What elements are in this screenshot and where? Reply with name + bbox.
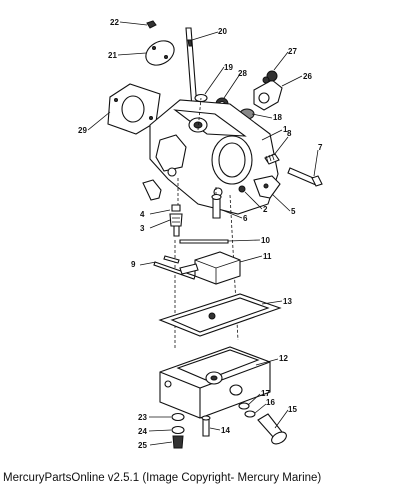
- part-13-bowl-gasket: [158, 293, 282, 337]
- callout-2: 2: [263, 205, 268, 214]
- part-16-gasket: [244, 410, 256, 418]
- callout-4: 4: [140, 210, 145, 219]
- part-4-jet: [171, 204, 181, 212]
- part-21-cover-plate: [145, 40, 175, 66]
- callout-20: 20: [218, 27, 227, 36]
- callout-24: 24: [138, 427, 147, 436]
- part-24-gasket: [171, 425, 185, 435]
- callout-17: 17: [261, 389, 270, 398]
- part-6-needle: [211, 193, 222, 219]
- callout-13: 13: [283, 297, 292, 306]
- callout-25: 25: [138, 441, 147, 450]
- callout-11: 11: [263, 252, 272, 261]
- callout-23: 23: [138, 413, 147, 422]
- callout-10: 10: [261, 236, 270, 245]
- part-26-fitting: [253, 70, 283, 111]
- image-caption: MercuryPartsOnline v2.5.1 (Image Copyrig…: [3, 472, 322, 484]
- part-float-pin-post: [173, 225, 180, 237]
- callout-27: 27: [288, 47, 297, 56]
- callout-28: 28: [238, 69, 247, 78]
- part-14-screw: [201, 415, 211, 437]
- callout-21: 21: [108, 51, 117, 60]
- callout-5: 5: [291, 207, 296, 216]
- callout-9: 9: [131, 260, 136, 269]
- part-23-washer: [171, 412, 185, 422]
- callout-labels: 1 2 3 4 5 6 7 8 9 10 11 12 13 14 15 16 1…: [78, 18, 323, 450]
- part-1-carburetor-body: [149, 99, 279, 215]
- part-17-washer: [238, 402, 250, 410]
- callout-22: 22: [110, 18, 119, 27]
- part-29-gasket: [107, 83, 161, 135]
- part-2-screw: [238, 185, 246, 193]
- part-12-float-bowl: [159, 346, 271, 419]
- part-22-screw: [146, 20, 157, 29]
- callout-15: 15: [288, 405, 297, 414]
- part-10-pin: [179, 239, 229, 244]
- callout-16: 16: [266, 398, 275, 407]
- callout-18: 18: [273, 113, 282, 122]
- part-fitting-elbow: [142, 179, 162, 201]
- callout-26: 26: [303, 72, 312, 81]
- part-15-drain-plug: [257, 413, 287, 445]
- callout-19: 19: [224, 63, 233, 72]
- leader-lines: [87, 21, 319, 446]
- callout-1: 1: [283, 125, 288, 134]
- callout-3: 3: [140, 224, 145, 233]
- part-5-lever: [253, 175, 281, 199]
- callout-12: 12: [279, 354, 288, 363]
- callout-7: 7: [318, 143, 323, 152]
- part-8-spring: [264, 153, 280, 165]
- part-25-plug: [172, 435, 184, 449]
- callout-6: 6: [243, 214, 248, 223]
- callout-29: 29: [78, 126, 87, 135]
- part-7-adjusting-screw: [287, 167, 323, 187]
- callout-14: 14: [221, 426, 230, 435]
- part-3-jet: [169, 213, 183, 227]
- part-11-float: [179, 251, 241, 285]
- callout-8: 8: [287, 129, 292, 138]
